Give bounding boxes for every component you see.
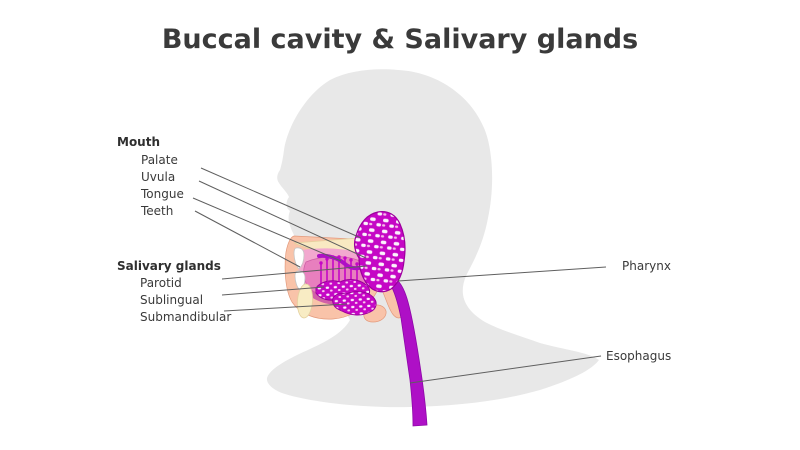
leader-line-uvula (198, 180, 367, 259)
label-uvula: Uvula (141, 170, 176, 184)
label-teeth: Teeth (141, 204, 174, 218)
leader-line-teeth (194, 210, 301, 268)
leader-line-tongue (192, 197, 342, 262)
leader-line-submandibular (223, 303, 348, 312)
label-palate: Palate (141, 153, 178, 167)
leader-line-pharynx (397, 266, 607, 282)
page-title: Buccal cavity & Salivary glands (161, 24, 639, 55)
leader-lines (192, 167, 607, 384)
esophagus-shape (389, 280, 428, 427)
parotid-gland-shape (353, 210, 406, 293)
label-esophagus: Esophagus (606, 349, 672, 363)
label-tongue: Tongue (141, 187, 184, 201)
leader-line-parotid (221, 265, 368, 280)
label-pharynx: Pharynx (622, 259, 671, 273)
label-salivary-group: Salivary glands (117, 259, 221, 273)
leader-line-sublingual (221, 286, 325, 296)
jaw-bone-shape (297, 283, 313, 319)
label-sublingual: Sublingual (140, 293, 204, 307)
label-submandibular: Submandibular (140, 310, 232, 324)
label-mouth-group: Mouth (117, 135, 161, 149)
label-parotid: Parotid (140, 276, 182, 290)
submandibular-gland-shape (332, 291, 377, 316)
leader-line-esophagus (409, 355, 602, 384)
head-silhouette (266, 69, 599, 408)
upper-tooth-shape (293, 247, 305, 270)
leader-line-palate (200, 167, 362, 239)
